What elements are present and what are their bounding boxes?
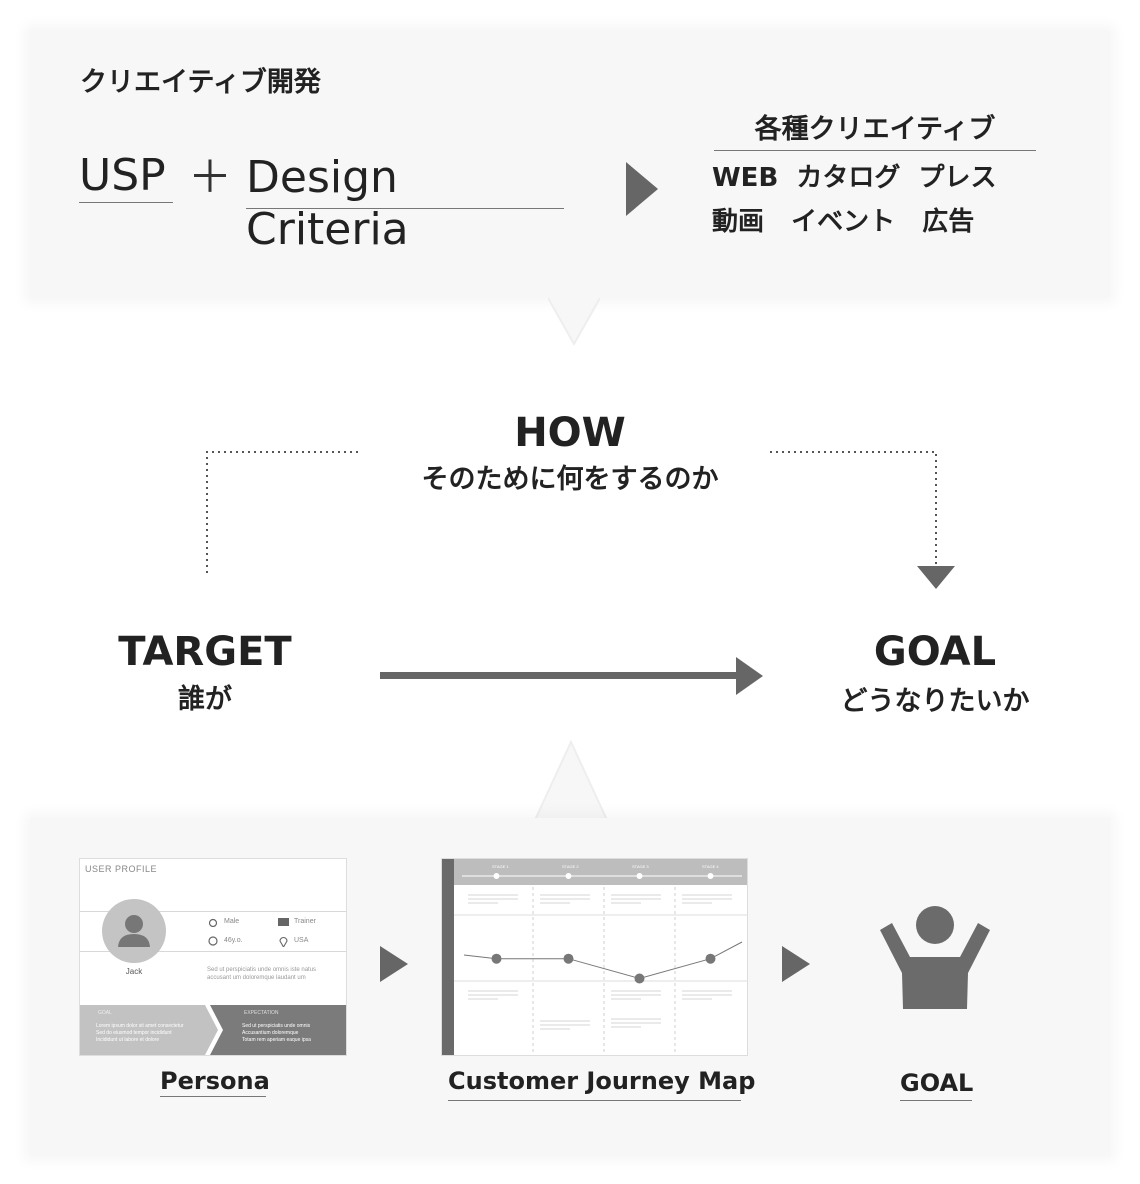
journey-stage-dot bbox=[493, 873, 500, 879]
creative-title: クリエイティブ開発 bbox=[80, 67, 321, 98]
persona-expect-item: Accusantium doloremque bbox=[242, 1030, 299, 1036]
goal-tool-label: GOAL bbox=[900, 1068, 973, 1101]
callout-pointer-down bbox=[548, 296, 600, 346]
goal-label: GOAL bbox=[873, 629, 997, 675]
persona-goal-expectation-band bbox=[80, 1005, 346, 1055]
journey-stage: STAGE 4 bbox=[702, 864, 719, 869]
persona-name: Jack bbox=[125, 967, 143, 976]
creative-types-heading: 各種クリエイティブ bbox=[714, 112, 1036, 151]
design-criteria-label: Design Criteria bbox=[246, 152, 564, 255]
persona-expect-title: EXPECTATION bbox=[244, 1010, 279, 1016]
persona-goal-item: Incididunt ut labore et dolore bbox=[96, 1037, 160, 1043]
persona-gender: Male bbox=[224, 918, 240, 925]
how-subtitle: そのために何をするのか bbox=[421, 464, 719, 495]
dotted-connector-right bbox=[770, 451, 955, 589]
journey-emotion-line bbox=[463, 941, 743, 980]
target-subtitle: 誰が bbox=[178, 684, 232, 715]
clock-icon bbox=[208, 936, 218, 946]
persona-age: 46y.o. bbox=[224, 937, 243, 944]
avatar-icon bbox=[102, 899, 166, 963]
journey-stage-dot bbox=[707, 873, 714, 879]
journey-stage-labels: STAGE 1 STAGE 2 STAGE 3 STAGE 4 bbox=[442, 859, 747, 875]
plus-icon: ＋ bbox=[188, 152, 232, 203]
persona-expect-list: Sed ut perspiciatis unde omnis Accusanti… bbox=[242, 1023, 311, 1044]
journey-map-graphic bbox=[442, 859, 747, 1055]
arrow-right-icon bbox=[782, 946, 810, 982]
persona-label: Persona bbox=[160, 1067, 270, 1097]
persona-country: USA bbox=[294, 937, 309, 944]
journey-emotion-face bbox=[705, 953, 716, 964]
callout-pointer-up bbox=[535, 740, 607, 821]
persona-goals-title: GOAL bbox=[98, 1010, 112, 1016]
persona-goal-item: Lorem ipsum dolor sit amet consectetur bbox=[96, 1023, 184, 1029]
arrow-down-icon bbox=[917, 566, 955, 589]
persona-occupation: Trainer bbox=[294, 918, 316, 925]
persona-goal-item: Sed do eiusmod tempor incididunt bbox=[96, 1030, 172, 1036]
location-pin-icon bbox=[279, 936, 288, 947]
persona-expect-item: Totam rem aperiam eaque ipsa bbox=[242, 1037, 311, 1043]
creative-types-row-2: 動画 イベント 広告 bbox=[712, 207, 975, 237]
journey-emotion-face bbox=[491, 953, 502, 964]
persona-expect-item: Sed ut perspiciatis unde omnis bbox=[242, 1023, 311, 1029]
persona-bio-line-1: Sed ut perspiciatis unde omnis iste natu… bbox=[207, 967, 317, 973]
journey-stage: STAGE 1 bbox=[492, 864, 509, 869]
arrow-right-icon bbox=[380, 657, 763, 695]
usp-label: USP bbox=[79, 150, 173, 203]
target-label: TARGET bbox=[118, 629, 292, 675]
persona-card: USER PROFILE Jack Male Trainer 46y.o. US… bbox=[79, 858, 347, 1056]
how-label: HOW bbox=[514, 410, 626, 456]
gender-icon bbox=[208, 918, 218, 927]
journey-map-label: Customer Journey Map bbox=[448, 1066, 755, 1101]
persona-bio-line-2: accusant um doloremque laudant um bbox=[207, 975, 306, 981]
creative-types-row-1: WEB カタログ プレス bbox=[712, 163, 997, 193]
creative-panel bbox=[30, 30, 1110, 298]
arrow-right-icon bbox=[626, 162, 658, 216]
arrow-right-icon bbox=[380, 946, 408, 982]
mail-icon bbox=[278, 918, 289, 926]
journey-stage: STAGE 2 bbox=[562, 864, 579, 869]
person-raised-arms-icon bbox=[880, 906, 990, 1009]
journey-stage-dot bbox=[565, 873, 572, 879]
goal-subtitle: どうなりたいか bbox=[840, 686, 1030, 717]
persona-header: USER PROFILE bbox=[85, 864, 158, 874]
journey-emotion-face bbox=[563, 953, 574, 964]
journey-map-card: STAGE 1 STAGE 2 STAGE 3 STAGE 4 bbox=[441, 858, 748, 1056]
persona-goals-list: Lorem ipsum dolor sit amet consectetur S… bbox=[96, 1023, 184, 1044]
journey-stage-dot bbox=[636, 873, 643, 879]
dotted-connector-left bbox=[206, 451, 358, 573]
journey-emotion-face bbox=[634, 973, 645, 984]
journey-stage: STAGE 3 bbox=[632, 864, 649, 869]
